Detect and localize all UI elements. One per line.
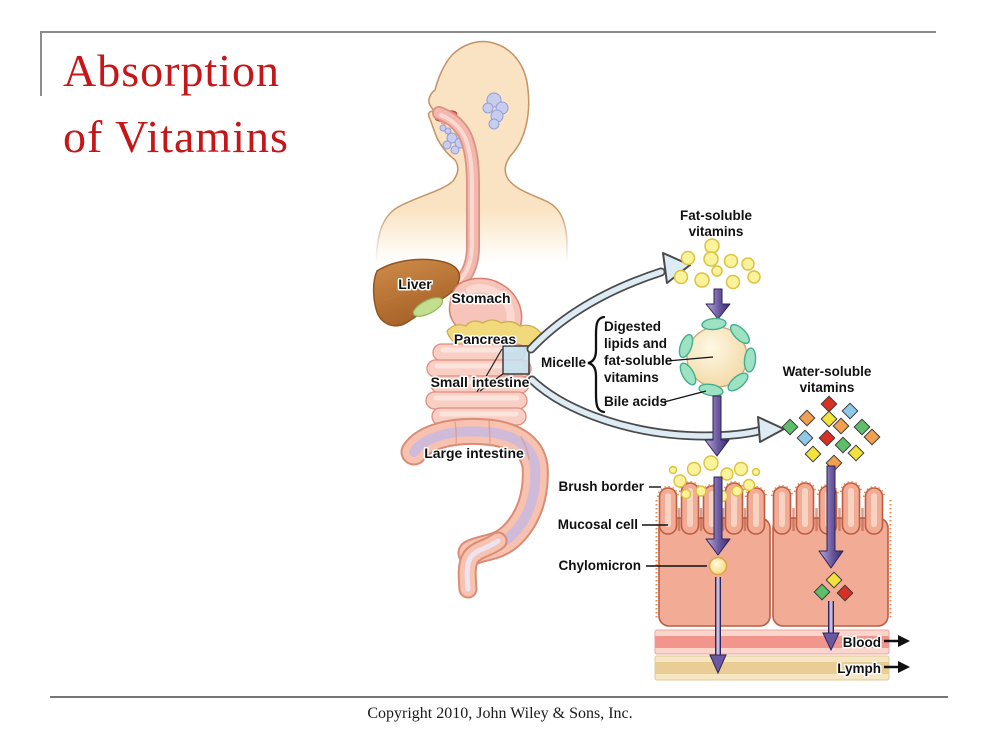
chylomicron-to-lymph-arrow <box>709 577 727 675</box>
frame-top-line <box>40 31 936 33</box>
down-arrow <box>704 395 730 457</box>
water-soluble-label-2: vitamins <box>800 380 855 395</box>
fat-soluble-vitamins-group: Fat-soluble vitamins <box>673 208 761 320</box>
human-figure <box>372 40 572 290</box>
digested-label-3: fat-soluble <box>604 353 673 368</box>
magnified-region-indicator <box>476 345 530 393</box>
micelle-label: Micelle <box>541 355 587 370</box>
title-line-2: of Vitamins <box>63 111 289 162</box>
title-line-1: Absorption <box>63 45 280 96</box>
fat-droplets-at-brush-border <box>668 455 761 503</box>
bile-acid-ovals <box>678 317 757 397</box>
small-intestine-label: Small intestine <box>431 374 530 390</box>
micelle-labels: Micelle Digested lipids and fat-soluble … <box>541 315 714 414</box>
arrowhead <box>757 416 785 443</box>
water-vitamin-diamonds <box>781 395 881 472</box>
digested-label-4: vitamins <box>604 370 659 385</box>
water-soluble-vitamins-group: Water-soluble vitamins <box>781 364 881 472</box>
copyright-footer: Copyright 2010, John Wiley & Sons, Inc. <box>367 705 633 722</box>
micelle-group <box>678 317 757 457</box>
outline-arrow-to-fat-soluble <box>526 252 691 354</box>
micelle-source-square <box>502 345 530 375</box>
brace <box>587 315 606 414</box>
large-intestine-shape <box>400 417 549 599</box>
outline-arrow-to-water-soluble <box>527 375 785 443</box>
chylomicron-particle <box>708 556 728 576</box>
left-mucosal-cell <box>655 481 771 627</box>
water-soluble-label-1: Water-soluble <box>783 364 872 379</box>
blood-label: Blood <box>843 635 881 650</box>
water-absorption-arrow <box>818 465 844 569</box>
cell-callouts: Brush border Mucosal cell Chylomicron <box>558 479 707 573</box>
blood-flow-arrow-icon <box>884 635 910 647</box>
digestive-organs <box>372 258 549 599</box>
esophagus <box>432 106 480 290</box>
fat-soluble-label-1: Fat-soluble <box>680 208 752 223</box>
water-vitamins-in-cell <box>813 571 854 602</box>
brush-border-label: Brush border <box>558 479 644 494</box>
gallbladder-shape <box>412 297 444 317</box>
stomach-label: Stomach <box>451 290 510 306</box>
fat-soluble-label-2: vitamins <box>689 224 744 239</box>
down-arrow <box>705 288 731 320</box>
fat-vitamin-droplets <box>673 238 761 290</box>
lymph-label: Lymph <box>837 661 881 676</box>
organ-labels: Liver Stomach Pancreas Small intestine L… <box>397 275 531 463</box>
digested-label-2: lipids and <box>604 336 667 351</box>
chylomicron-label: Chylomicron <box>558 558 641 573</box>
water-vitamins-to-blood-arrow <box>822 601 840 652</box>
pancreas-label: Pancreas <box>454 331 516 347</box>
salivary-glands <box>439 92 509 155</box>
large-intestine-label: Large intestine <box>424 445 524 461</box>
liver-label: Liver <box>398 276 432 292</box>
digested-label-1: Digested <box>604 319 661 334</box>
page-title: Absorption of Vitamins <box>63 38 289 170</box>
frame-bottom-line <box>50 696 948 698</box>
fat-absorption-arrow <box>705 476 731 556</box>
right-mucosal-cell <box>771 481 892 627</box>
lymph-flow-arrow-icon <box>884 661 910 673</box>
mucosal-cells <box>655 481 892 627</box>
mucosal-cell-label: Mucosal cell <box>558 517 638 532</box>
frame-left-line <box>40 31 42 96</box>
bile-acids-label: Bile acids <box>604 394 667 409</box>
